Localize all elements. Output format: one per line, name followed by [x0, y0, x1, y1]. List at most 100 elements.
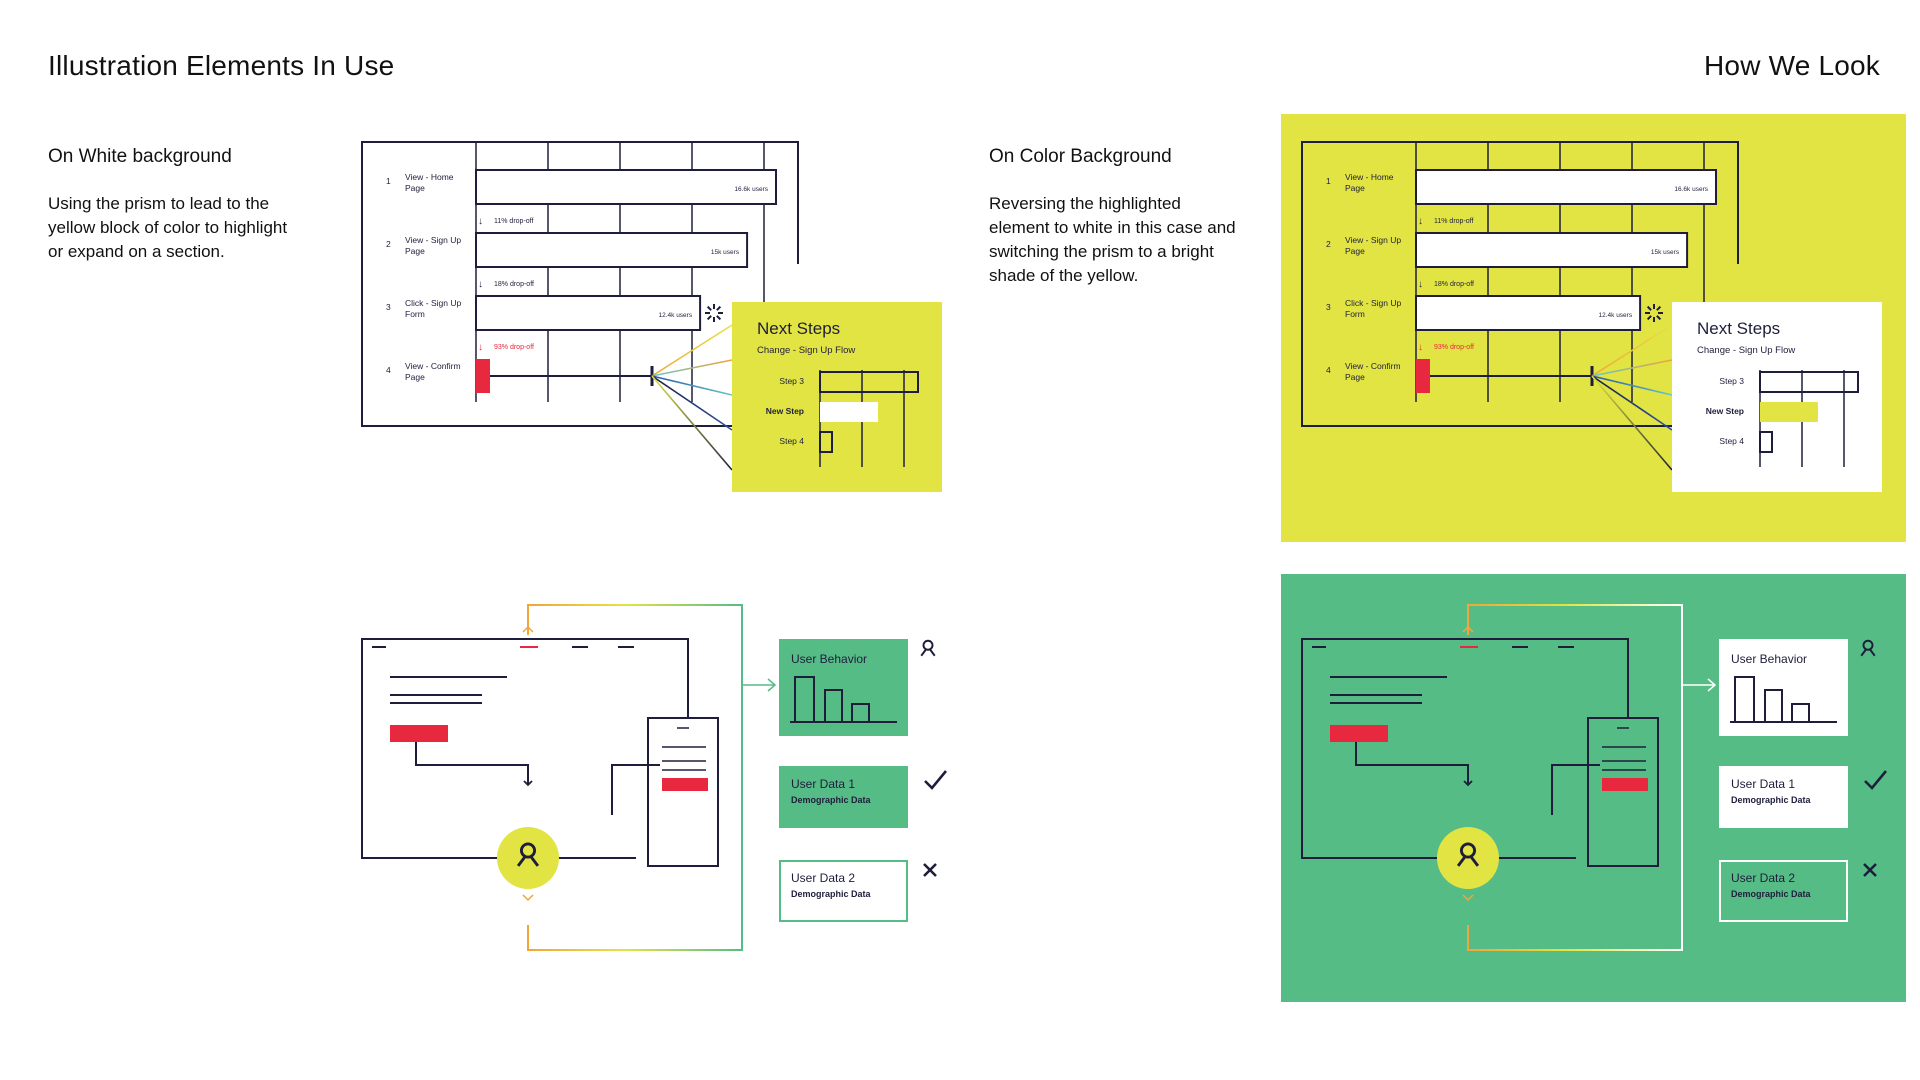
- funnel-step-label: View - Sign Up: [1345, 235, 1401, 245]
- arrow-down-icon: ↓: [1418, 216, 1423, 227]
- funnel-dropoff: 93% drop-off: [494, 344, 534, 351]
- color-bg-description: Reversing the highlighted element to whi…: [989, 194, 1236, 285]
- card-title: User Data 2: [791, 871, 855, 885]
- funnel-step-label: View - Confirm: [405, 361, 461, 371]
- mobile-cta: [1602, 778, 1648, 791]
- user-icon-body: [1456, 856, 1480, 867]
- funnel-frame: [1301, 141, 1739, 427]
- card-subtitle: Demographic Data: [791, 795, 872, 805]
- mobile-device: [647, 717, 719, 867]
- funnel-bar-users: 16.6k users: [1674, 186, 1708, 193]
- next-steps-row-label: New Step: [766, 406, 804, 416]
- user-icon: [1456, 842, 1480, 867]
- user-icon-body: [920, 649, 936, 657]
- prism-ray: [651, 375, 733, 471]
- checkmark-icon: [1864, 770, 1888, 790]
- prism-ray: [1591, 324, 1673, 377]
- user-icon-body: [1860, 649, 1876, 657]
- user-data-2-card: [1719, 860, 1848, 922]
- prism-ray: [651, 375, 733, 396]
- funnel-bar: [475, 169, 777, 205]
- funnel-step-number: 1: [386, 176, 391, 186]
- funnel-step-label: Page: [405, 183, 425, 193]
- funnel-bar: [1415, 169, 1717, 205]
- next-steps-title: Next Steps: [1697, 319, 1780, 338]
- card-subtitle: Demographic Data: [1731, 795, 1812, 805]
- next-steps-new-bar: [820, 402, 878, 422]
- next-steps-subtitle: Change - Sign Up Flow: [1697, 345, 1795, 356]
- sparkle-ray: [706, 305, 712, 311]
- next-steps-row-label: Step 3: [1719, 376, 1744, 386]
- funnel-step-number: 2: [1326, 239, 1331, 249]
- arrow-down-icon: ↓: [478, 342, 483, 353]
- user-behavior-card: [1719, 639, 1848, 736]
- chevron-down-icon: [522, 894, 534, 902]
- funnel-step-number: 3: [386, 302, 391, 312]
- funnel-dropoff: 11% drop-off: [494, 218, 533, 225]
- funnel-step-label: Click - Sign Up: [1345, 298, 1401, 308]
- next-steps-row-label: Step 4: [1719, 436, 1744, 446]
- prism-ray: [651, 324, 733, 377]
- connector-line: [415, 742, 529, 785]
- user-icon: [1860, 639, 1876, 657]
- sparkle-ray: [1646, 305, 1652, 311]
- funnel-bar-users: 12.4k users: [658, 312, 692, 319]
- funnel-bar: [1415, 232, 1689, 268]
- funnel-bar: [1415, 295, 1642, 331]
- next-steps-subtitle: Change - Sign Up Flow: [757, 345, 855, 356]
- card-subtitle: Demographic Data: [791, 889, 872, 899]
- funnel-dropoff: 11% drop-off: [1434, 218, 1473, 225]
- card-title: User Data 1: [1731, 777, 1795, 791]
- sparkle-ray: [1656, 305, 1662, 311]
- browser-window: [361, 638, 689, 859]
- arrow-down-icon: [1463, 780, 1473, 787]
- user-icon-body: [516, 856, 540, 867]
- mobile-cta: [662, 778, 708, 791]
- connector-line: [1355, 742, 1469, 785]
- close-icon: [1863, 863, 1877, 877]
- funnel-bar-small: [1416, 359, 1430, 393]
- feedback-loop-line: [1467, 604, 1683, 951]
- funnel-dropoff: 18% drop-off: [1434, 281, 1474, 288]
- next-steps-row-label: Step 4: [779, 436, 804, 446]
- next-steps-bar: [1759, 371, 1859, 393]
- user-behavior-card: [779, 639, 908, 736]
- next-steps-bar: [819, 431, 833, 453]
- funnel-bar: [475, 232, 749, 268]
- arrow-down-icon: ↓: [1418, 279, 1423, 290]
- funnel-step-label: View - Sign Up: [405, 235, 461, 245]
- funnel-dropoff: 93% drop-off: [1434, 344, 1474, 351]
- next-steps-bar: [1759, 431, 1773, 453]
- close-icon-stroke: [923, 863, 937, 877]
- card-title: User Data 1: [791, 777, 855, 791]
- funnel-step-label: View - Home: [1345, 172, 1394, 182]
- next-steps-card: [1672, 302, 1882, 492]
- connector-line: [611, 764, 660, 815]
- next-steps-title: Next Steps: [757, 319, 840, 338]
- arrow-right-icon: [767, 678, 777, 692]
- sparkle-ray: [706, 315, 712, 321]
- color-bg-heading: On Color Background: [989, 146, 1172, 167]
- prism-ray: [1591, 375, 1673, 431]
- close-icon: [923, 863, 937, 877]
- arrow-down-icon: ↓: [478, 216, 483, 227]
- card-title: User Behavior: [1731, 652, 1807, 666]
- prism-ray: [1591, 375, 1673, 471]
- connector-line: [1551, 764, 1600, 815]
- next-steps-card: [732, 302, 942, 492]
- funnel-step-label: Click - Sign Up: [405, 298, 461, 308]
- prism-ray: [1591, 359, 1673, 377]
- funnel-step-label: View - Home: [405, 172, 454, 182]
- user-icon: [920, 639, 936, 657]
- next-steps-new-bar: [1760, 402, 1818, 422]
- funnel-step-number: 3: [1326, 302, 1331, 312]
- section-title: How We Look: [1704, 50, 1880, 81]
- user-icon-head: [922, 639, 934, 651]
- user-icon-head: [1459, 842, 1477, 859]
- user-icon: [516, 842, 540, 867]
- funnel-step-number: 4: [1326, 365, 1331, 375]
